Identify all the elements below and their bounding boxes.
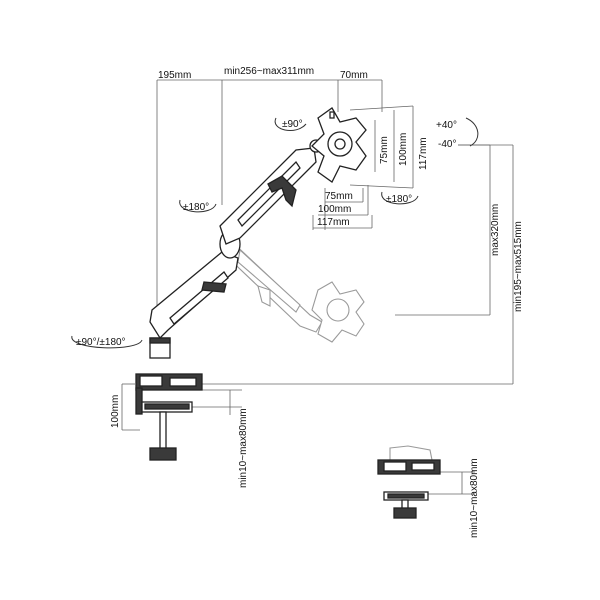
- reach-b-label: min256~max311mm: [224, 66, 314, 77]
- monitor-arm: [149, 107, 367, 359]
- height-range-label: min195~max515mm: [513, 221, 524, 312]
- vesa-h-100-label: 100mm: [318, 204, 351, 215]
- tilt-up-label: +40°: [436, 120, 457, 131]
- desk-thickness-label: min10~max80mm: [238, 408, 249, 488]
- arm-lowered-ghost: [221, 237, 365, 343]
- base-swivel-label: ±90°/±180°: [76, 337, 126, 348]
- vesa-h-75-label: 75mm: [325, 191, 353, 202]
- head-rotation-arrow: [381, 191, 419, 205]
- elbow-rotation-arrow: [179, 199, 217, 213]
- desk-thickness-alt-label: min10~max80mm: [469, 458, 480, 538]
- dimension-lines: [121, 79, 514, 495]
- rotation-arrows: [71, 117, 479, 349]
- tilt-arrow: [465, 117, 479, 147]
- elbow-swivel-label: ±180°: [183, 202, 209, 213]
- vesa-v-117-label: 117mm: [418, 137, 429, 170]
- reach-a-label: 195mm: [158, 70, 191, 81]
- height-travel-label: max320mm: [490, 204, 501, 256]
- desk-clamp-inset: [377, 445, 441, 519]
- cable-clip: [267, 175, 297, 208]
- clamp-height-label: 100mm: [110, 395, 121, 428]
- plate-offset-label: 70mm: [340, 70, 368, 81]
- plate-rotation-arrow: [274, 117, 307, 132]
- clamp-knob: [149, 447, 177, 461]
- plate-rotation-label: ±90°: [282, 119, 303, 130]
- clamp-screw: [159, 411, 167, 451]
- vesa-v-75-label: 75mm: [379, 136, 390, 164]
- desk-clamp: [135, 373, 203, 461]
- labels: 195mm min256~max311mm 70mm 75mm 100mm 11…: [76, 66, 524, 538]
- head-swivel-label: ±180°: [386, 194, 412, 205]
- tilt-down-label: -40°: [438, 139, 456, 150]
- vesa-h-117-label: 117mm: [317, 217, 350, 228]
- vesa-v-100-label: 100mm: [398, 133, 409, 166]
- lower-arm: [149, 251, 239, 340]
- base-rotation-arrow: [71, 335, 143, 349]
